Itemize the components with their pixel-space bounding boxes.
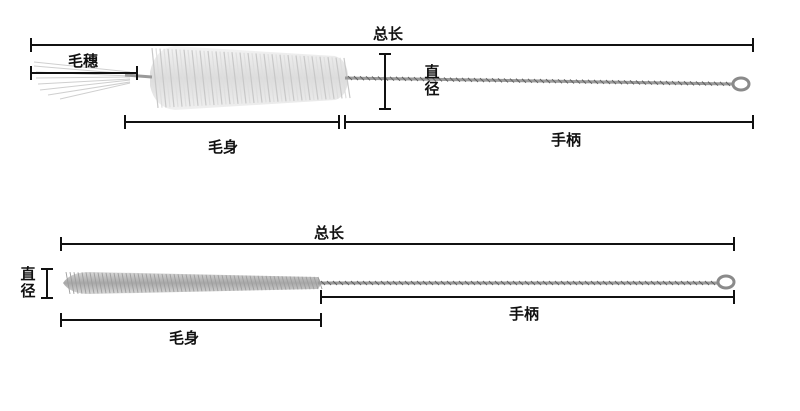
top-brush-loop [731, 76, 751, 92]
top-total-length-label: 总长 [373, 25, 404, 43]
bottom-brush-bristles [63, 271, 323, 295]
top-tassel-label: 毛穗 [68, 52, 99, 70]
bottom-handle-label: 手柄 [509, 305, 540, 323]
top-brush-wire-handle [124, 73, 734, 87]
bottom-dimension-lines [41, 237, 735, 327]
bottom-brush-wire-handle [318, 280, 718, 286]
top-diameter-char-2: 径 [424, 80, 440, 98]
bottom-diameter-label: 直 径 [19, 266, 37, 300]
top-brush-bristles [150, 46, 351, 110]
top-brush-body-label: 毛身 [208, 138, 239, 156]
top-dimension-lines [30, 38, 754, 129]
bottom-brush-body-label: 毛身 [169, 329, 200, 347]
bottom-brush [63, 271, 736, 295]
bottom-diameter-char-1: 直 [20, 265, 36, 283]
bottom-diameter-char-2: 径 [20, 282, 36, 300]
top-handle-label: 手柄 [551, 131, 582, 149]
top-diameter-label: 直 径 [423, 64, 441, 98]
top-brush [33, 46, 751, 110]
bottom-brush-loop [716, 274, 736, 290]
top-diameter-char-1: 直 [424, 63, 440, 81]
bottom-total-length-label: 总长 [314, 224, 345, 242]
